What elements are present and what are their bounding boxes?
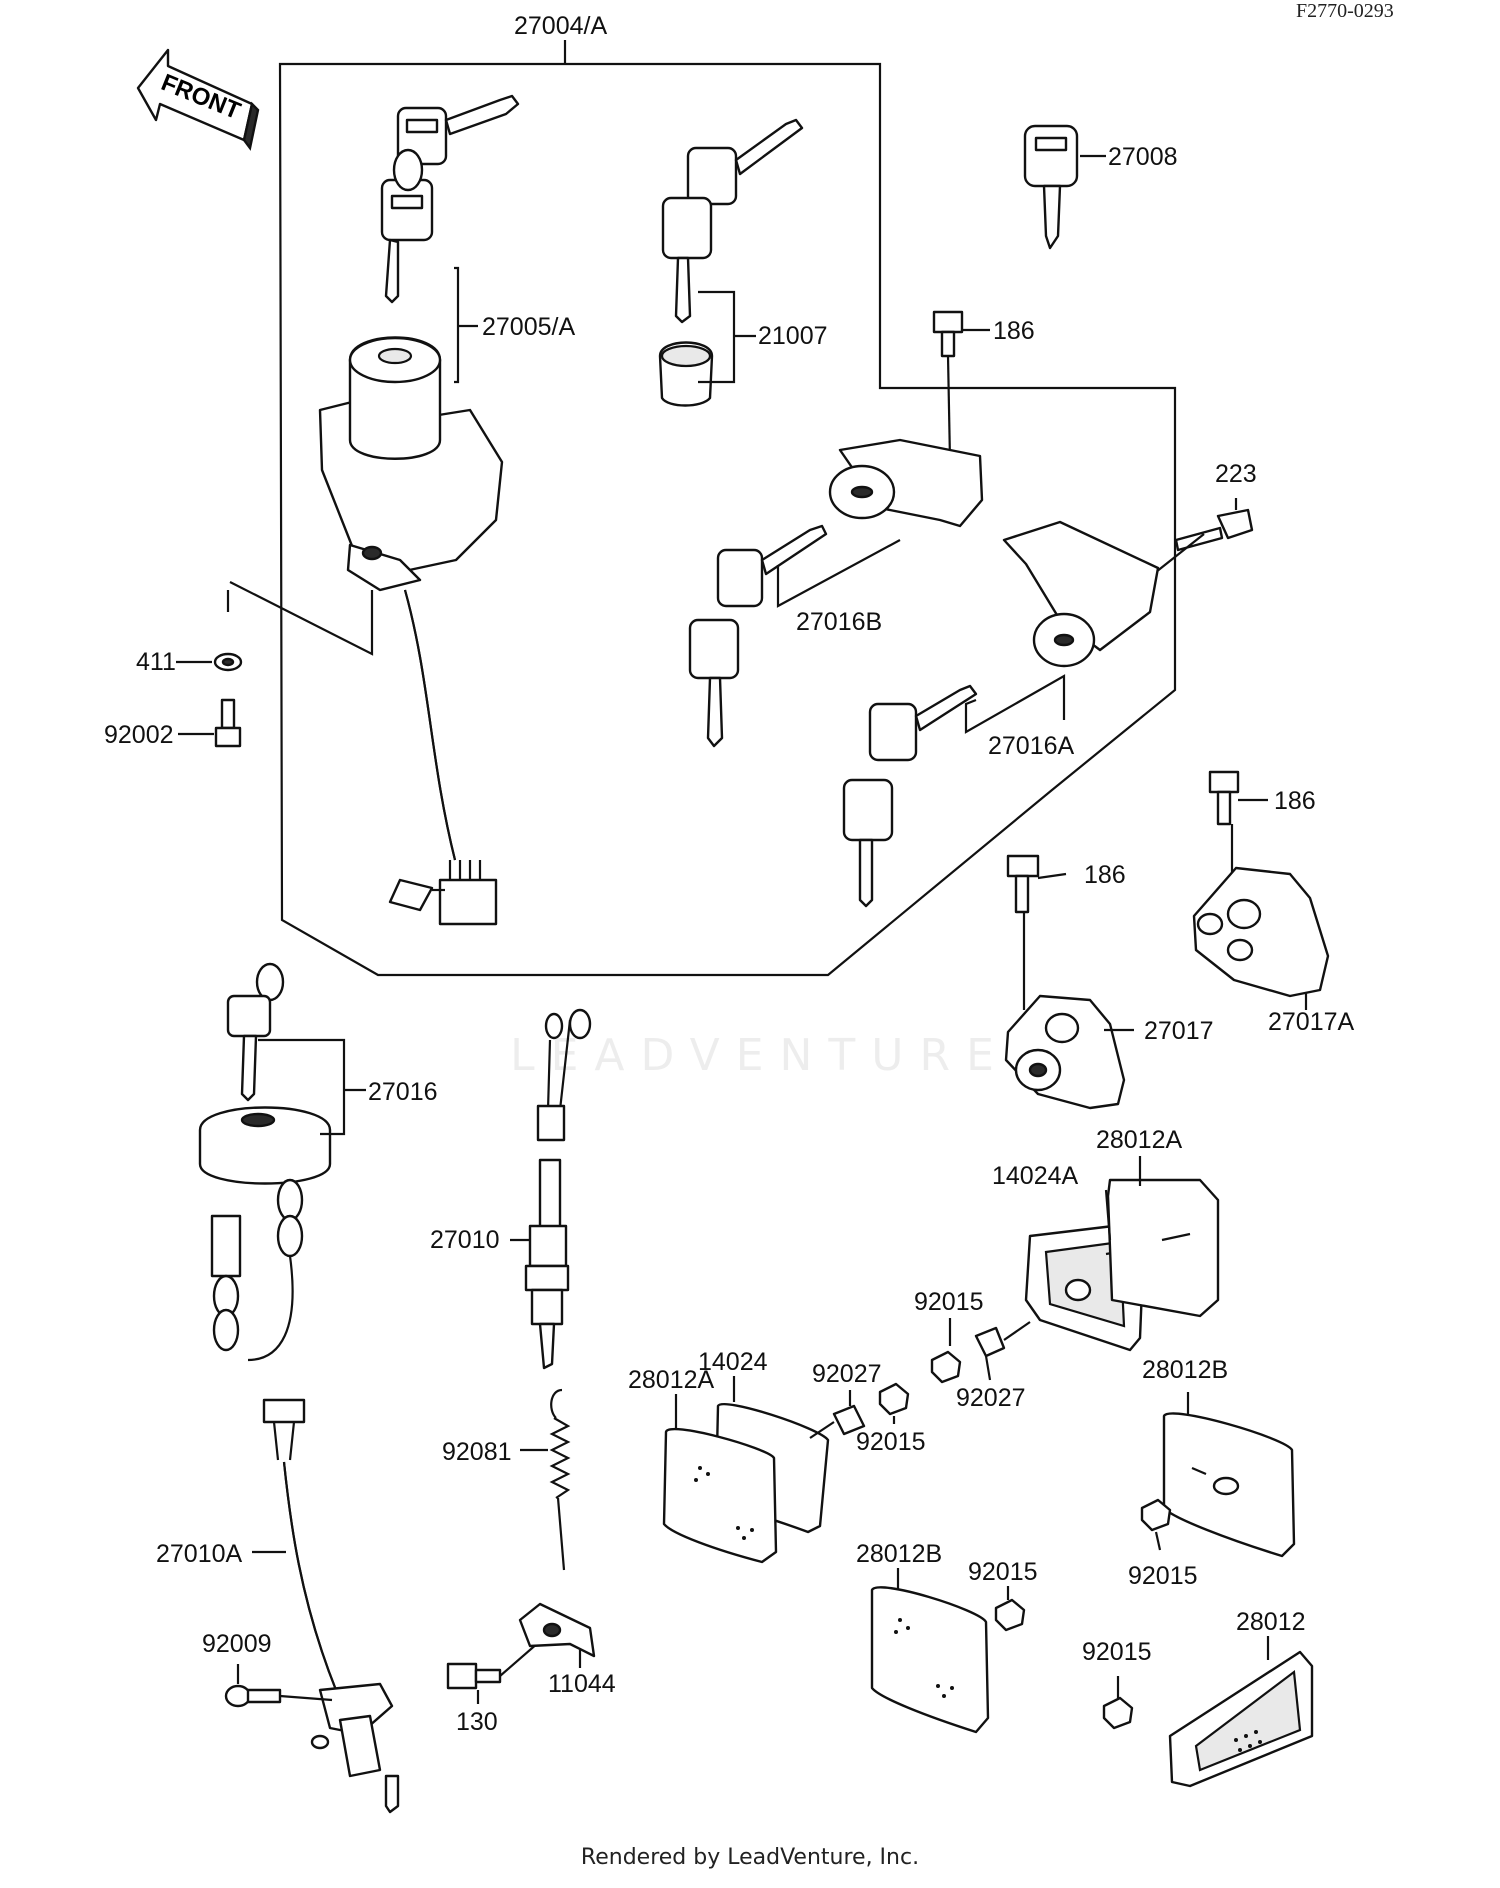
callout-11044: 11044 xyxy=(548,1670,616,1698)
helmet-lock-27016 xyxy=(198,1106,332,1362)
callout-92009: 92009 xyxy=(202,1630,272,1658)
nut-92015-c xyxy=(1140,1498,1172,1532)
callout-28012B-lower: 28012B xyxy=(856,1540,942,1568)
callout-27017A: 27017A xyxy=(1268,1008,1355,1036)
callout-27005A: 27005/A xyxy=(482,313,575,341)
watermark: LEADVENTURE xyxy=(510,1030,1010,1081)
callout-27010: 27010 xyxy=(430,1226,500,1254)
callout-130: 130 xyxy=(456,1708,498,1736)
sensor-27010A xyxy=(262,1398,400,1814)
callout-92015-d: 92015 xyxy=(968,1558,1038,1586)
bolt-186-mid xyxy=(1006,854,1040,914)
callout-186-top: 186 xyxy=(993,317,1035,345)
helmet-lock-27017 xyxy=(1004,994,1126,1110)
kit-27004A-boundary xyxy=(278,62,1177,977)
bracket-11044 xyxy=(518,1602,596,1658)
nut-92015-d xyxy=(994,1598,1026,1632)
callout-223: 223 xyxy=(1215,460,1257,488)
callout-27004A: 27004/A xyxy=(514,12,607,40)
callout-92015-a: 92015 xyxy=(914,1288,984,1316)
helmet-lock-keys-27016B xyxy=(688,524,828,748)
reflector-28012 xyxy=(1168,1650,1314,1788)
callout-27010A: 27010A xyxy=(156,1540,243,1568)
callout-92015-c: 92015 xyxy=(1128,1562,1198,1590)
footer-credit: Rendered by LeadVenture, Inc. xyxy=(580,1845,920,1870)
callout-27016: 27016 xyxy=(368,1078,438,1106)
key-27008 xyxy=(1023,124,1079,250)
bolt-92002 xyxy=(214,698,242,748)
callout-28012B-right: 28012B xyxy=(1142,1356,1228,1384)
diagram-code: F2770-0293 xyxy=(1296,0,1394,22)
bolt-186-right xyxy=(1208,770,1240,826)
spacer-92027-b xyxy=(832,1404,866,1436)
helmet-lock-27016B xyxy=(828,438,984,528)
nut-92015-a xyxy=(930,1350,962,1384)
reflector-28012B-lower xyxy=(870,1586,990,1734)
helmet-lock-27017A xyxy=(1192,866,1330,998)
callout-92015-b: 92015 xyxy=(856,1428,926,1456)
screw-223 xyxy=(1174,508,1254,552)
callout-28012A-upper: 28012A xyxy=(1096,1126,1183,1154)
callout-27008: 27008 xyxy=(1108,143,1178,171)
callout-14024: 14024 xyxy=(698,1348,768,1376)
spacer-92027-a xyxy=(974,1326,1006,1358)
spring-92081 xyxy=(549,1388,571,1571)
bolt-186-top xyxy=(932,310,964,358)
callout-27017: 27017 xyxy=(1144,1017,1214,1045)
helmet-lock-27016A xyxy=(1002,520,1160,668)
callout-92081: 92081 xyxy=(442,1438,512,1466)
callout-27016A: 27016A xyxy=(988,732,1075,760)
callout-21007: 21007 xyxy=(758,322,828,350)
washer-411 xyxy=(213,652,243,672)
reflector-28012A-lower xyxy=(662,1427,778,1564)
callout-92002: 92002 xyxy=(104,721,174,749)
callout-186-right: 186 xyxy=(1274,787,1316,815)
callout-28012A-lower: 28012A xyxy=(628,1366,715,1394)
callout-92027-a: 92027 xyxy=(956,1384,1026,1412)
ignition-switch-body xyxy=(318,336,504,926)
helmet-lock-keys-27016A xyxy=(842,684,978,908)
helmet-lock-keys-27016 xyxy=(226,962,285,1102)
seat-lock-keyset-21007 xyxy=(658,118,804,407)
callout-92027-b: 92027 xyxy=(812,1360,882,1388)
front-direction-arrow: FRONT xyxy=(136,48,260,151)
callout-14024A: 14024A xyxy=(992,1162,1079,1190)
bolt-130 xyxy=(446,1662,502,1690)
screw-92009 xyxy=(224,1684,282,1708)
ignition-key-set-27005A xyxy=(380,94,520,304)
reflector-28012A-upper xyxy=(1106,1178,1220,1318)
callout-92015-e: 92015 xyxy=(1082,1638,1152,1666)
reflector-28012B-right xyxy=(1162,1412,1296,1558)
callout-411: 411 xyxy=(136,648,176,676)
callout-186-mid: 186 xyxy=(1084,861,1126,889)
nut-92015-e xyxy=(1102,1696,1134,1730)
nut-92015-b xyxy=(878,1382,910,1416)
callout-27016B: 27016B xyxy=(796,608,882,636)
neutral-switch-27010 xyxy=(524,1008,592,1370)
callout-28012: 28012 xyxy=(1236,1608,1306,1636)
